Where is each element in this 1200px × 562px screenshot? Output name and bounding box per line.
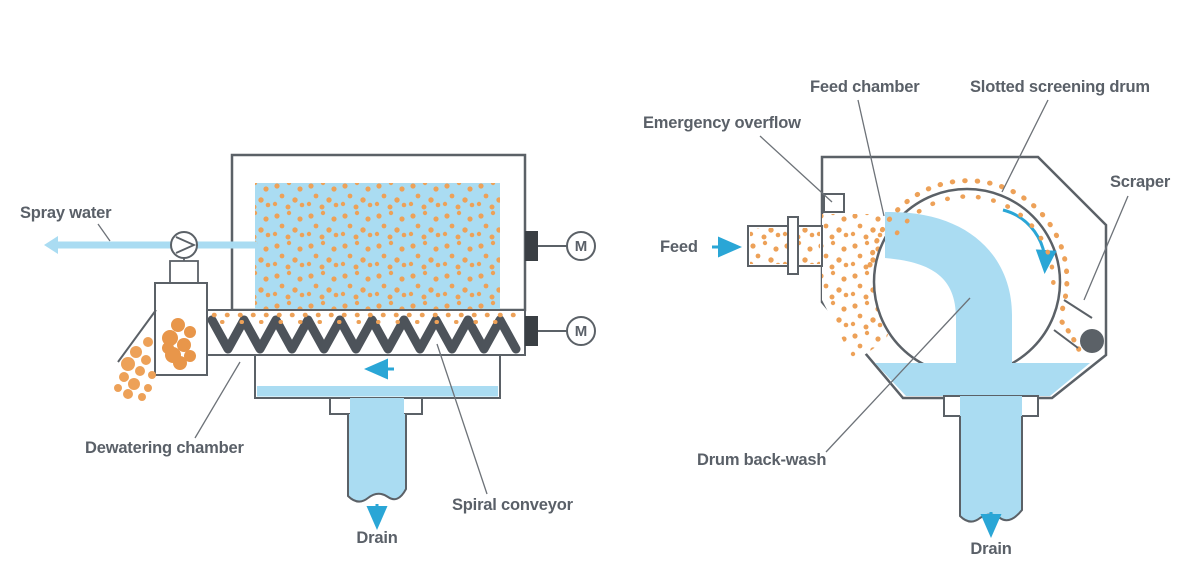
spray-water-pipe (44, 236, 257, 254)
drum-screen-diagram (712, 99, 1129, 538)
right-leader-lines (759, 99, 1129, 453)
spiral-conveyor-band (206, 309, 526, 356)
dewatering-chamber-box (114, 282, 208, 401)
left-leader-lines (97, 223, 488, 495)
trough (254, 354, 501, 399)
scraper-assembly (1053, 299, 1104, 353)
solids-spill (114, 337, 156, 401)
leader-emergency-overflow (759, 135, 833, 203)
label-slotted-screening-drum: Slotted screening drum (970, 78, 1150, 96)
label-emergency-overflow: Emergency overflow (643, 114, 801, 132)
leader-drum-back-wash (825, 297, 971, 453)
leader-scraper (1083, 195, 1129, 301)
label-scraper: Scraper (1110, 173, 1171, 191)
bottom-pool (875, 363, 1090, 396)
drain-pipe-left (329, 397, 423, 530)
leader-slotted-drum (1001, 99, 1049, 193)
label-spray-water: Spray water (20, 204, 112, 222)
pump-icon (169, 231, 199, 284)
label-feed-chamber: Feed chamber (810, 78, 920, 96)
motor-bottom-label: M (575, 323, 588, 340)
discharge-chute-line (117, 309, 157, 363)
motor-bottom: M (525, 316, 596, 346)
label-drain-left: Drain (356, 529, 398, 547)
rotation-arrow-icon (1002, 208, 1057, 274)
backwash-channel (885, 211, 1012, 400)
leader-spray-water (97, 223, 111, 242)
label-dewatering-chamber: Dewatering chamber (85, 439, 244, 457)
motor-top-label: M (575, 238, 588, 255)
leader-dewatering-chamber (194, 361, 241, 439)
feed-flange (787, 216, 799, 275)
leader-feed-chamber (857, 99, 885, 217)
spiral-flights (207, 315, 521, 354)
motor-top: M (525, 231, 596, 261)
solids-pile (162, 318, 196, 370)
leader-spiral-conveyor (436, 343, 488, 495)
label-feed: Feed (660, 238, 698, 256)
label-spiral-conveyor: Spiral conveyor (452, 496, 573, 514)
scraper-roller (1080, 329, 1104, 353)
tank-particles (255, 183, 500, 310)
spray-nozzle-icon (44, 236, 58, 254)
label-drum-back-wash: Drum back-wash (697, 451, 827, 469)
spiral-screen-diagram: M M (44, 153, 596, 530)
feed-pipe (712, 216, 823, 275)
label-drain-right: Drain (970, 540, 1012, 558)
drain-pipe-right (943, 395, 1039, 538)
drum-particles (867, 178, 1083, 355)
